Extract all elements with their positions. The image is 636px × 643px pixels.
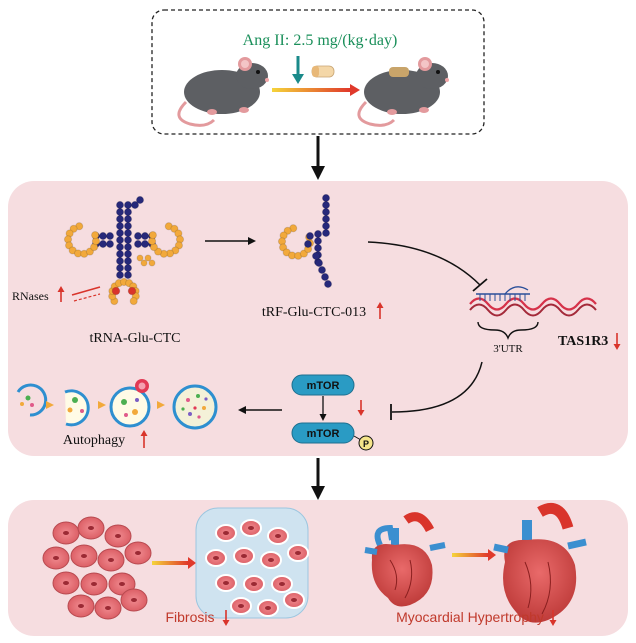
gene-down-arrow [613,333,621,350]
mtor-down-arrow [357,400,365,416]
phospho-label: P [363,439,369,449]
inhibition-line-mtor [390,361,483,420]
hypertrophy-label: Myocardial Hypertrophy [396,609,544,625]
autophagy-process-icon [16,379,218,430]
normal-heart-icon [364,512,446,607]
mtor-p-label: mTOR [307,428,340,440]
trf-label: tRF-Glu-CTC-013 [262,305,366,320]
osmotic-pump-icon [311,65,335,78]
mtor-box: mTOR [291,374,355,396]
trna-label: tRNA-Glu-CTC [90,331,181,346]
middle-panel: RNases tRNA-Glu-CTC tRF-Glu-CTC-013 [8,181,628,456]
rnases-label: RNases [12,289,49,303]
utr-label: 3'UTR [493,343,523,355]
hypertrophy-down-arrow [549,610,557,626]
autophagy-arrow [238,406,282,414]
mtor-p-box: mTOR P [291,422,374,451]
trf-structure-icon [277,193,333,289]
gene-label: TAS1R3 [558,334,608,349]
top-panel: Ang II: 2.5 mg/(kg·day) [151,9,485,135]
trna-structure-icon [63,195,185,306]
treatment-arrow [272,56,360,96]
rnase-cleavage-icon [71,286,101,302]
rnases-up-arrow [57,286,65,302]
bottom-panel: Fibrosis My [8,500,628,636]
trf-up-arrow [376,302,384,319]
autophagy-up-arrow [140,430,148,448]
mouse-left-icon [177,57,269,127]
dose-label: Ang II: 2.5 mg/(kg·day) [243,32,398,49]
flow-arrow-1 [311,136,325,180]
mtor-arrow [319,396,327,421]
fibrosis-down-arrow [222,610,230,626]
phosphate-icon [358,435,374,451]
mouse-right-icon [357,57,449,127]
fibrosis-transition-arrow [152,557,196,569]
normal-cells-icon [42,516,152,620]
hypertrophy-transition-arrow [452,549,496,561]
hypertrophic-heart-icon [493,503,587,623]
flow-arrow-2 [311,458,325,500]
autophagy-label: Autophagy [63,433,125,448]
fibrotic-cells-icon [195,507,309,619]
mrna-utr-icon [469,286,597,340]
cleavage-arrow [205,237,256,245]
inhibition-line-trf [367,241,488,292]
middle-panel-bg [8,181,628,456]
bottom-panel-bg [8,500,628,636]
fibrosis-label: Fibrosis [165,609,214,625]
mtor-label: mTOR [307,380,340,392]
